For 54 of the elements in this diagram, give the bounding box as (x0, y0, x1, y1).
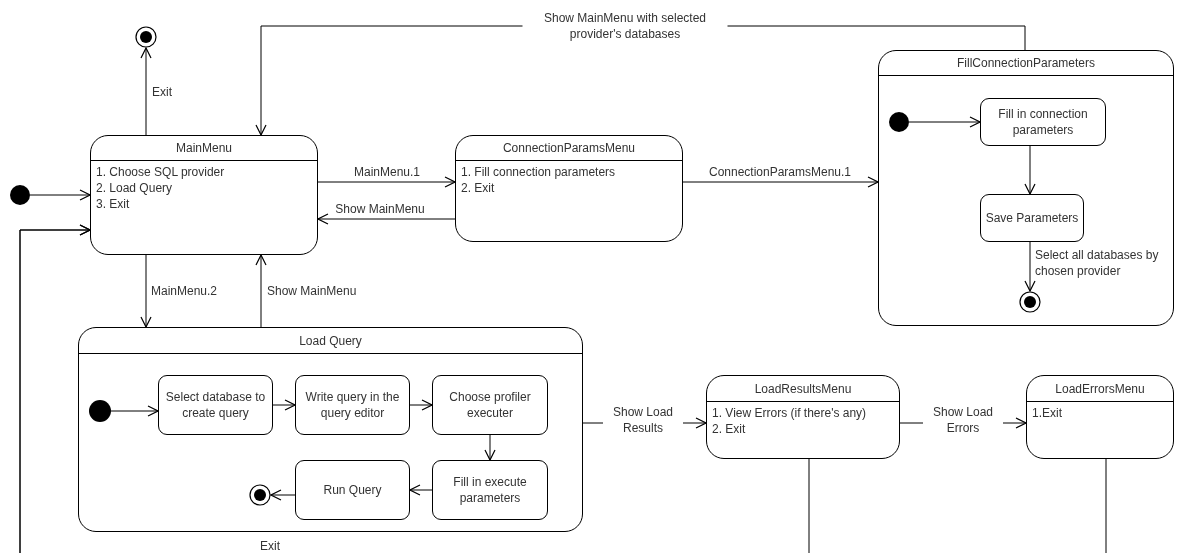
menu-item-text: 1.Exit (1032, 405, 1063, 421)
state-box (706, 375, 900, 459)
edge-label: Exit (259, 538, 281, 553)
action-text: Select database to create query (164, 389, 267, 421)
composite-state-box (878, 50, 1174, 326)
transition-arrow (29, 189, 91, 201)
action-state-box (980, 98, 1106, 146)
action-text: Run Query (323, 482, 382, 498)
transition-arrow (110, 405, 159, 417)
menu-item-text: 2. Exit (461, 180, 496, 196)
menu-item-text: 2. Load Query (96, 180, 174, 196)
state-box (455, 135, 683, 242)
menu-item-text: 3. Exit (96, 196, 131, 212)
action-text: Save Parameters (985, 210, 1079, 226)
state-title: Load Query (299, 332, 362, 350)
transition-arrow (409, 399, 433, 411)
transition-arrow (317, 213, 456, 225)
composite-state-box (78, 327, 583, 532)
transition-arrow (1024, 145, 1036, 195)
action-state-box (158, 375, 273, 435)
edge-label: Show MainMenu with selected provider's databases (522, 10, 728, 42)
transition-arrow (140, 47, 152, 136)
menu-item-text: 1. Choose SQL provider (96, 164, 226, 180)
edge-label: Select all databases by chosen provider (1034, 247, 1162, 279)
state-box (90, 135, 318, 255)
transition-arrow (317, 176, 456, 188)
state-title: FillConnectionParameters (956, 55, 1096, 72)
action-text: Fill in connection parameters (997, 106, 1089, 138)
transition-arrow (409, 484, 433, 496)
menu-item-text: 1. View Errors (if there's any) (712, 405, 868, 421)
action-text: Choose profiler executer (448, 389, 532, 421)
state-box (1026, 375, 1174, 459)
action-state-box (432, 460, 548, 520)
menu-item-text: 1. Fill connection parameters (461, 164, 617, 180)
action-state-box (295, 460, 410, 520)
transition-arrow (1024, 241, 1036, 292)
transition-arrow (484, 434, 496, 461)
state-title: ConnectionParamsMenu (502, 140, 636, 157)
state-title: LoadResultsMenu (754, 380, 852, 398)
action-state-box (432, 375, 548, 435)
transition-arrow (255, 254, 267, 328)
transition-arrow (140, 254, 152, 328)
transition-arrow (908, 116, 981, 128)
state-title: MainMenu (176, 140, 232, 157)
action-text: Fill in execute parameters (452, 474, 528, 506)
state-title: LoadErrorsMenu (1055, 380, 1145, 398)
transition-arrow (270, 489, 296, 501)
action-state-box (980, 194, 1084, 242)
transition-arrow (272, 399, 296, 411)
menu-item-text: 2. Exit (712, 421, 747, 437)
transition-arrow (19, 224, 1107, 553)
action-text: Write query in the query editor (304, 389, 401, 421)
action-state-box (295, 375, 410, 435)
transition-arrow (682, 176, 879, 188)
